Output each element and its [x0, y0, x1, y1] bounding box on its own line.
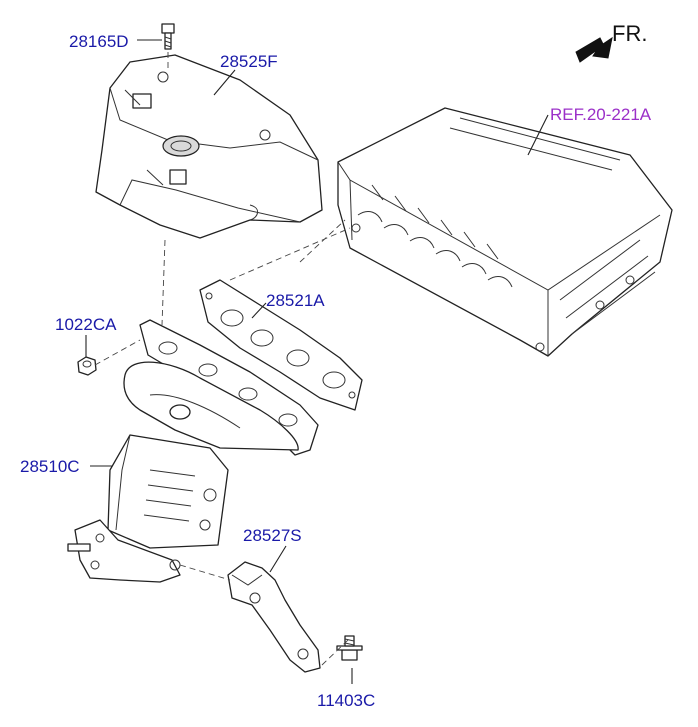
heat-protector-part: [95, 54, 323, 239]
front-direction-arrow-icon: [575, 36, 613, 63]
manifold-catalytic-converter-part: [67, 319, 319, 583]
bolt-11403C-part: [336, 635, 363, 661]
bolt-28165D-part: [161, 23, 175, 50]
assembly-guide-lines: [94, 52, 351, 666]
exhaust-manifold-gasket-part: [199, 279, 363, 411]
label-28527S: 28527S: [243, 526, 302, 545]
manifold-stay-bracket-part: [227, 561, 321, 673]
nut-1022CA-part: [77, 356, 97, 376]
engine-cylinder-head: [337, 107, 673, 357]
leader-lines: [85, 39, 549, 684]
label-28521A: 28521A: [266, 291, 325, 310]
label-28165D: 28165D: [69, 32, 129, 51]
label-28525F: 28525F: [220, 52, 278, 71]
label-28510C: 28510C: [20, 457, 80, 476]
label-11403C: 11403C: [317, 691, 375, 710]
ref-label: REF.20-221A: [550, 105, 652, 124]
label-1022CA: 1022CA: [55, 315, 117, 334]
fr-label: FR.: [612, 21, 647, 46]
